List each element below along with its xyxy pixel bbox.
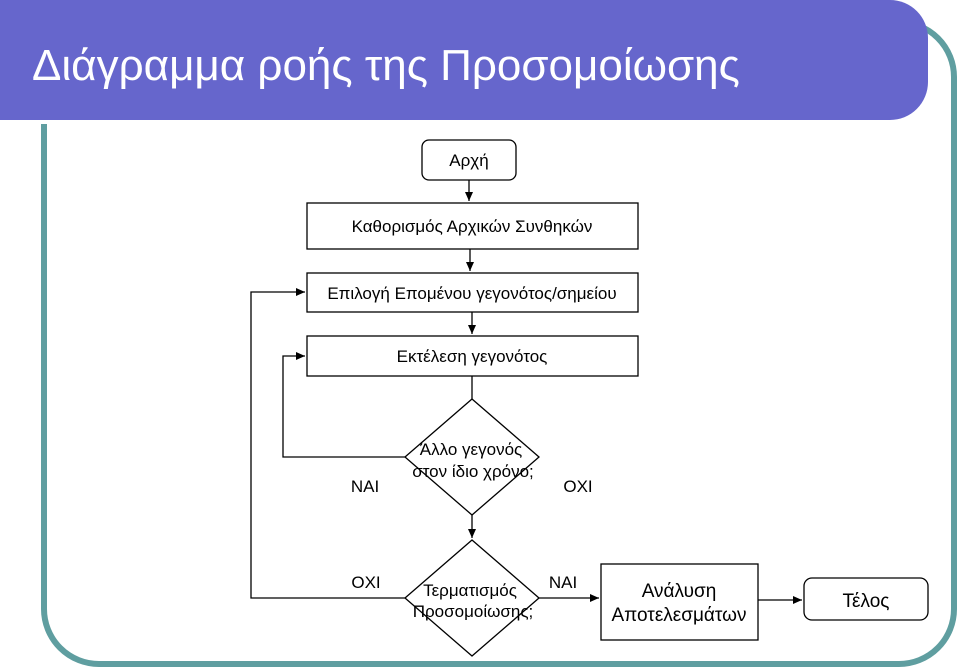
end-label: Τέλος bbox=[843, 591, 890, 612]
decision-end-node bbox=[404, 539, 540, 657]
decision-same-time-no-label: ΟΧΙ bbox=[563, 477, 592, 496]
decision-same-time-line1: Άλλο γεγονός bbox=[420, 440, 522, 459]
title-divider bbox=[0, 120, 890, 124]
analysis-line2: Αποτελεσμάτων bbox=[612, 605, 747, 626]
execute-event-label: Εκτέλεση γεγονότος bbox=[397, 347, 548, 366]
analysis-node bbox=[600, 563, 759, 641]
select-event-label: Επιλογή Επομένου γεγονότος/σημείου bbox=[327, 284, 616, 303]
end-node bbox=[803, 577, 929, 621]
arrow-end-no-loop bbox=[250, 288, 405, 599]
slide-title: Διάγραμμα ροής της Προσομοίωσης bbox=[32, 41, 740, 90]
decision-same-time-yes-label: ΝΑΙ bbox=[351, 477, 379, 496]
decision-end-yes-label: ΝΑΙ bbox=[549, 573, 577, 592]
init-node bbox=[306, 202, 639, 250]
decision-same-time-line2: στον ίδιο χρόνο; bbox=[412, 462, 534, 481]
decision-end-line2: Προσομοίωσης; bbox=[413, 602, 534, 621]
title-bar bbox=[0, 0, 928, 120]
init-label: Καθορισμός Αρχικών Συνθηκών bbox=[352, 217, 593, 236]
analysis-line1: Ανάλυση bbox=[642, 581, 717, 602]
arrow-same-time-yes-loop bbox=[282, 352, 405, 458]
decision-end-no-label: ΟΧΙ bbox=[351, 573, 380, 592]
start-label: Αρχή bbox=[449, 151, 488, 170]
decision-end-line1: Τερματισμός bbox=[423, 581, 517, 600]
